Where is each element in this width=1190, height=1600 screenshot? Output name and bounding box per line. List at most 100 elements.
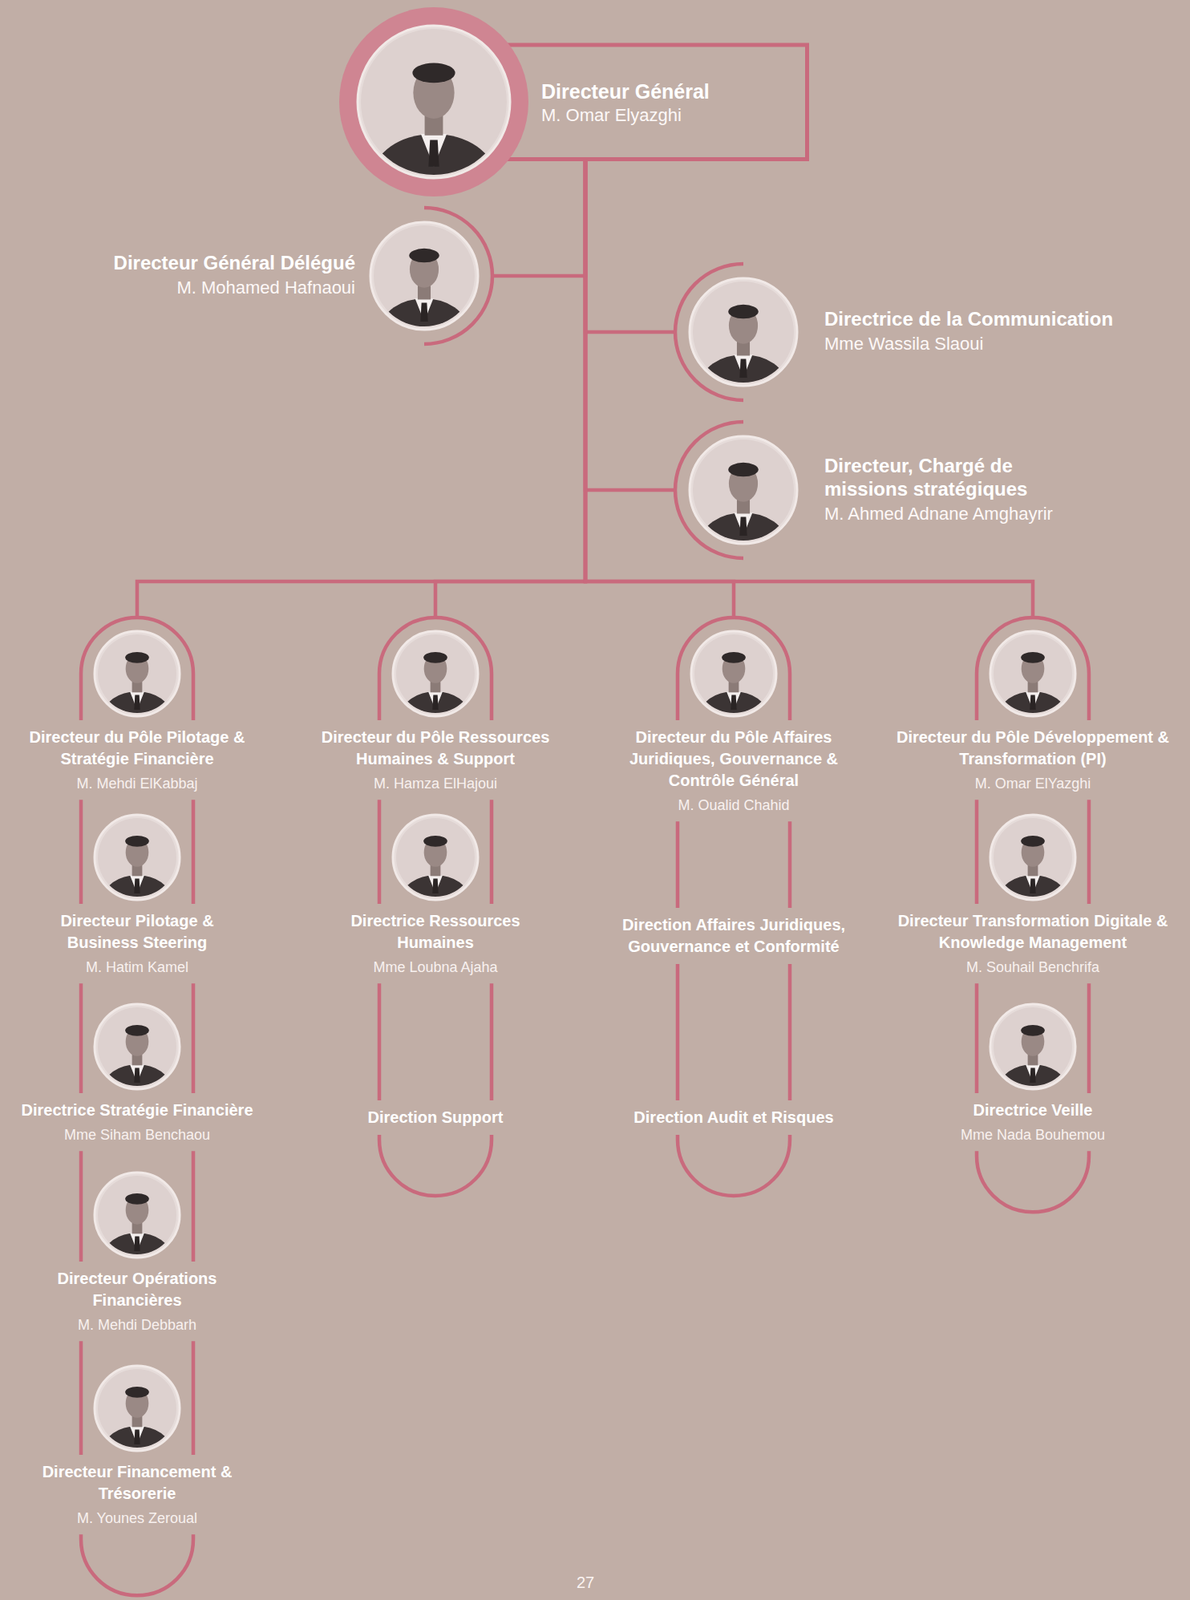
person-name: M. Mehdi ElKabbaj bbox=[8, 773, 267, 794]
capsule-line bbox=[677, 963, 790, 1101]
page-number: 27 bbox=[553, 1573, 618, 1592]
photo-holder bbox=[883, 1003, 1182, 1089]
role-title: Directeur Pilotage & Business Steering bbox=[40, 910, 234, 954]
portrait-circle bbox=[883, 814, 1182, 900]
title-block: Directeur Financement & TrésorerieM. You… bbox=[6, 1461, 268, 1528]
photo-holder bbox=[6, 1172, 268, 1258]
person-name: M. Hatim Kamel bbox=[8, 957, 267, 977]
person-name: M. Mohamed Hafnaoui bbox=[176, 276, 356, 300]
title-block: Direction Affaires Juridiques, Gouvernan… bbox=[593, 914, 875, 958]
capsule-line bbox=[677, 821, 790, 908]
portrait-circle bbox=[6, 1365, 268, 1451]
portrait-circle bbox=[883, 617, 1182, 717]
portrait-circle bbox=[6, 1003, 268, 1089]
title-block: Directeur du Pôle Ressources Humaines & … bbox=[295, 726, 576, 794]
title-block: Directeur Pilotage & Business SteeringM.… bbox=[6, 910, 268, 977]
person-name: M. Ahmed Adnane Amghayrir bbox=[824, 502, 1053, 527]
portrait-photo bbox=[392, 631, 478, 740]
photo-holder bbox=[6, 814, 268, 900]
title-block: Direction Audit et Risques bbox=[593, 1106, 875, 1129]
portrait-photo bbox=[94, 631, 180, 740]
connector bbox=[137, 161, 586, 618]
department-node: Directeur Financement & TrésorerieM. You… bbox=[6, 1365, 268, 1528]
portrait-circle bbox=[883, 1003, 1182, 1089]
role-title: Directeur Général Délégué bbox=[113, 251, 356, 276]
portrait-photo bbox=[689, 436, 798, 573]
role-title: Directrice Stratégie Financière bbox=[8, 1099, 267, 1122]
capsule-line bbox=[976, 1150, 1089, 1212]
role-title: Direction Affaires Juridiques, Gouvernan… bbox=[595, 914, 873, 958]
department-node: Directeur Pilotage & Business SteeringM.… bbox=[6, 814, 268, 977]
portrait-photo bbox=[370, 222, 478, 359]
person-name: Mme Wassila Slaoui bbox=[824, 332, 984, 357]
department-node: Directrice VeilleMme Nada Bouhemou bbox=[883, 1003, 1182, 1145]
portrait-photo bbox=[990, 814, 1076, 923]
department-node: Direction Audit et Risques bbox=[593, 1106, 875, 1129]
title-block: Directeur, Chargé de missions stratégiqu… bbox=[824, 421, 1176, 559]
role-title: Direction Support bbox=[296, 1106, 575, 1129]
capsule-line bbox=[976, 799, 1089, 904]
role-title: Directrice Veille bbox=[885, 1099, 1181, 1122]
title-block: Directrice Stratégie FinancièreMme Siham… bbox=[6, 1099, 268, 1145]
photo-arc bbox=[32, 207, 493, 345]
department-node: Directrice Stratégie FinancièreMme Siham… bbox=[6, 1003, 268, 1145]
portrait-photo bbox=[94, 1003, 180, 1113]
title-block: Directeur Transformation Digitale & Know… bbox=[883, 910, 1182, 977]
department-node: Directrice Ressources HumainesMme Loubna… bbox=[295, 814, 576, 977]
department-node: Directeur du Pôle Développement & Transf… bbox=[883, 617, 1182, 794]
capsule-line bbox=[80, 1150, 194, 1262]
role-title: Directrice Ressources Humaines bbox=[331, 910, 540, 954]
title-block: Directeur Général DéléguéM. Mohamed Hafn… bbox=[34, 207, 356, 345]
connector bbox=[492, 161, 586, 276]
title-block: Directrice VeilleMme Nada Bouhemou bbox=[883, 1099, 1182, 1145]
person-name: M. Younes Zeroual bbox=[8, 1508, 267, 1528]
executive-node: Directrice de la CommunicationMme Wassil… bbox=[675, 263, 1181, 401]
portrait-circle bbox=[295, 814, 576, 900]
department-node: Directeur Opérations FinancièresM. Mehdi… bbox=[6, 1172, 268, 1335]
executive-node: Directeur, Chargé de missions stratégiqu… bbox=[675, 421, 1181, 559]
person-name: M. Omar ElYazghi bbox=[885, 773, 1181, 794]
person-name: M. Oualid Chahid bbox=[595, 795, 873, 815]
department-node: Directeur du Pôle Pilotage & Stratégie F… bbox=[6, 617, 268, 794]
photo-holder bbox=[295, 814, 576, 900]
portrait-circle bbox=[6, 814, 268, 900]
capsule-line bbox=[80, 983, 194, 1093]
portrait-photo bbox=[94, 1365, 180, 1474]
capsule-line bbox=[379, 1134, 492, 1196]
title-block: Directeur Opérations FinancièresM. Mehdi… bbox=[6, 1267, 268, 1335]
department-node: Direction Affaires Juridiques, Gouvernan… bbox=[593, 914, 875, 958]
portrait-circle bbox=[6, 1172, 268, 1258]
person-name: Mme Nada Bouhemou bbox=[885, 1125, 1181, 1145]
title-block: Directrice de la CommunicationMme Wassil… bbox=[824, 263, 1176, 401]
role-title: Directeur Transformation Digitale & Know… bbox=[885, 910, 1181, 954]
portrait-circle bbox=[295, 617, 576, 717]
capsule-line bbox=[80, 799, 194, 904]
capsule-line bbox=[80, 1340, 194, 1455]
role-title: Direction Audit et Risques bbox=[595, 1106, 873, 1129]
title-block: Directeur du Pôle Développement & Transf… bbox=[883, 726, 1182, 794]
capsule-line bbox=[677, 1134, 790, 1196]
person-name: Mme Loubna Ajaha bbox=[296, 957, 575, 977]
title-block: Directeur GénéralM. Omar Elyazghi bbox=[541, 47, 802, 160]
role-title: Directeur Général bbox=[541, 79, 802, 105]
role-title: Directeur du Pôle Pilotage & Stratégie F… bbox=[16, 726, 258, 770]
portrait-photo bbox=[990, 1003, 1076, 1113]
portrait-circle bbox=[593, 617, 875, 717]
person-name: M. Hamza ElHajoui bbox=[296, 773, 575, 794]
capsule-line bbox=[976, 983, 1089, 1093]
director-general-box: Directeur GénéralM. Omar Elyazghi bbox=[339, 7, 810, 162]
portrait-photo bbox=[94, 1172, 180, 1281]
photo-holder bbox=[6, 1365, 268, 1451]
connector bbox=[435, 161, 586, 618]
photo-holder bbox=[593, 617, 875, 717]
role-title: Directrice de la Communication bbox=[824, 307, 1114, 332]
department-node: Directeur du Pôle Ressources Humaines & … bbox=[295, 617, 576, 794]
portrait-photo bbox=[392, 814, 478, 923]
photo-arc bbox=[675, 263, 1181, 401]
capsule-line bbox=[80, 1534, 194, 1595]
title-block: Directeur du Pôle Affaires Juridiques, G… bbox=[593, 726, 875, 815]
connector bbox=[585, 161, 1033, 618]
